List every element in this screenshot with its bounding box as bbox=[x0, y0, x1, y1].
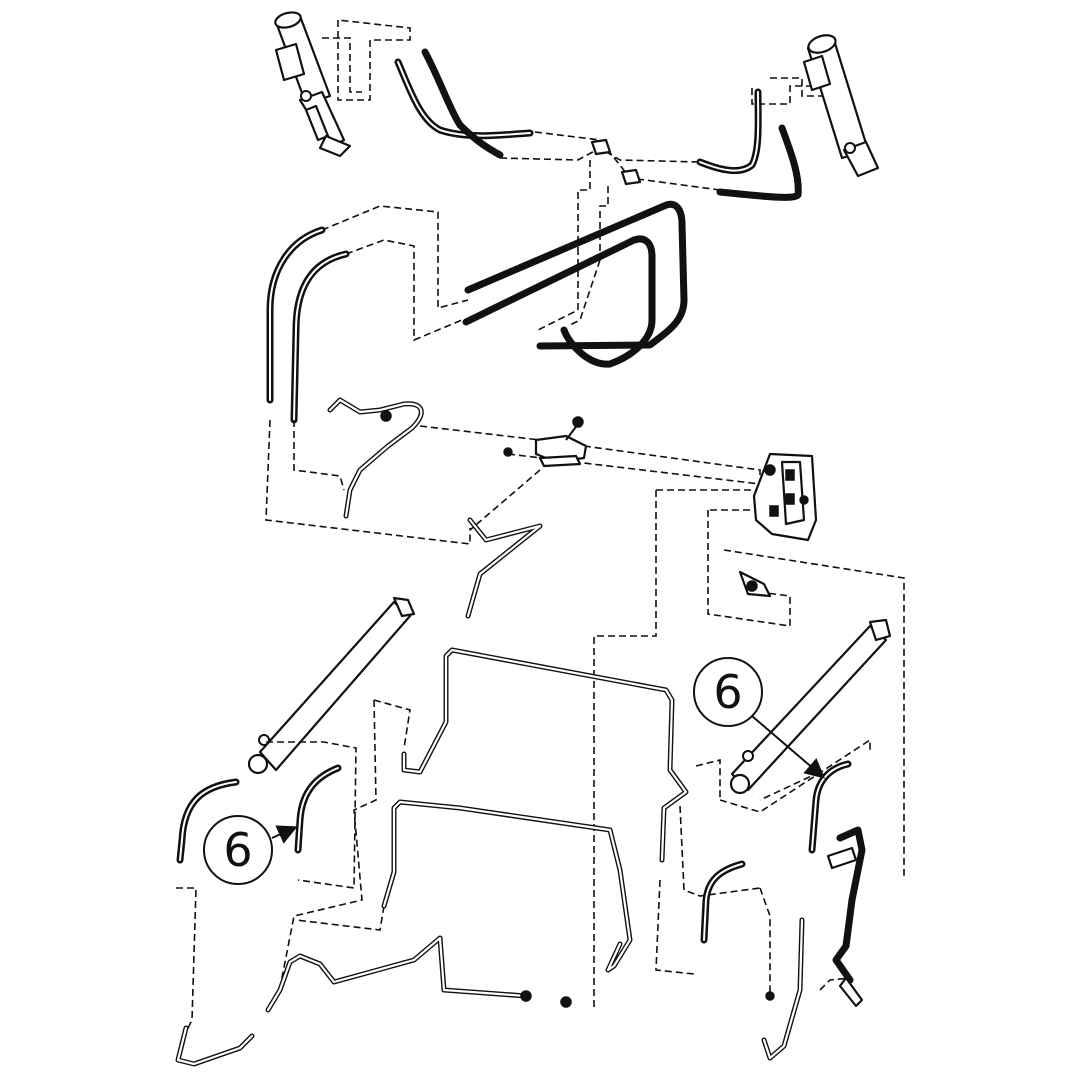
callout-label: 6 bbox=[223, 823, 252, 877]
callout-leader-arrow bbox=[751, 715, 826, 779]
callout-circle bbox=[203, 815, 273, 885]
small-tube-middle bbox=[465, 517, 543, 619]
callout-circle bbox=[693, 657, 763, 727]
small-tube-left bbox=[327, 397, 424, 519]
upper-middle-dashed-connections bbox=[321, 205, 601, 342]
callout-leader-arrow bbox=[271, 825, 298, 844]
callout-6-left: 6 bbox=[203, 815, 298, 885]
valve-right-fitting bbox=[738, 570, 772, 598]
top-tee-fittings bbox=[590, 138, 642, 186]
top-hoses bbox=[394, 48, 802, 201]
valve-block-small bbox=[503, 416, 588, 468]
bottom-right-hoses bbox=[700, 760, 866, 1008]
control-valve-assembly bbox=[752, 452, 818, 542]
callout-6-right: 6 bbox=[693, 657, 826, 779]
bottom-left-hoses bbox=[176, 764, 342, 864]
bottom-left-tubes bbox=[175, 647, 689, 1067]
callout-label: 6 bbox=[713, 665, 742, 719]
right-top-cylinder bbox=[802, 34, 880, 178]
upper-middle-hoses bbox=[266, 200, 688, 424]
bottom-left-cylinder bbox=[247, 596, 416, 775]
bottom-right-tubes bbox=[761, 917, 805, 1061]
left-top-cylinder bbox=[274, 11, 352, 158]
bottom-right-cylinder bbox=[729, 618, 892, 795]
